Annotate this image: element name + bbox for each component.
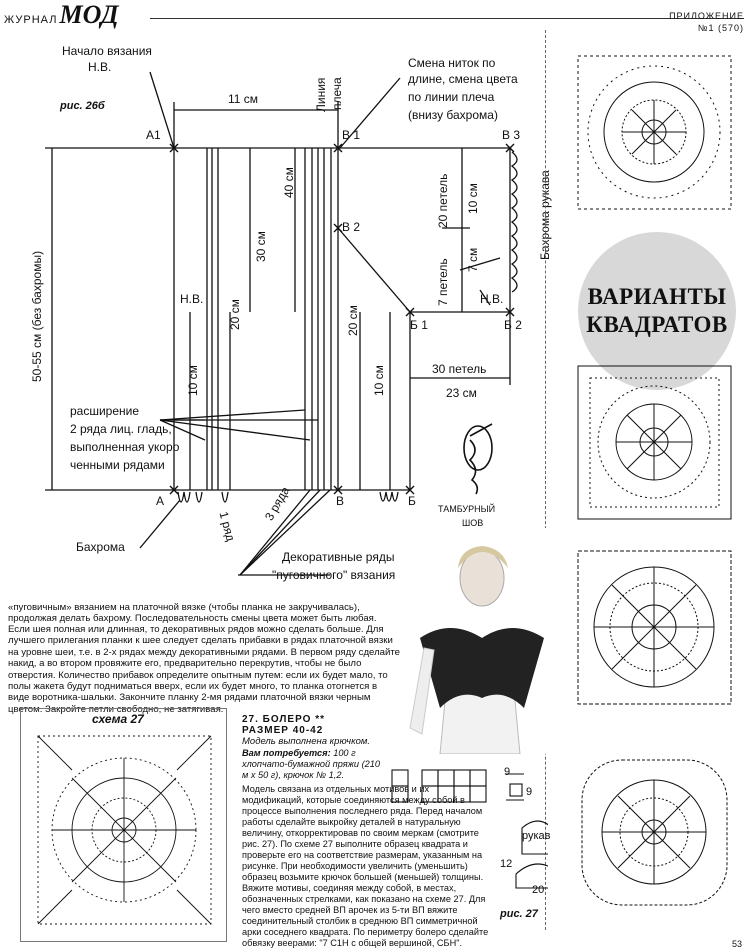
diagonal-line [337,227,411,313]
magazine-logo: ЖУРНАЛМОД [4,0,118,30]
dimension-11cm: 11 см [228,92,259,106]
difficulty-stars: ** [315,714,325,725]
fig-dim-9-top: 9 [504,766,511,778]
label-expand-3: выполненная укоро [70,440,180,454]
pattern-size: РАЗМЕР 40-42 [242,725,324,736]
label-nv-left: Н.В. [180,292,204,306]
materials-text: 100 г хлопчато-бумажной пряжи (210 м х 5… [242,748,380,780]
fig-dim-20: 20 [532,884,545,896]
page-number: 53 [731,939,742,949]
label-20cm-right: 20 см [346,305,360,336]
label-yarn-change-4: (внизу бахрома) [408,108,498,122]
label-fringe: Бахрома [76,540,125,554]
figure-label: рис. 26б [60,100,105,112]
issue-info: ПРИЛОЖЕНИЕ №1 (570) [669,10,744,34]
label-yarn-change-1: Смена ниток по [408,56,496,70]
label-10cm-left: 10 см [186,365,200,396]
label-expand-4: ченными рядами [70,458,165,472]
label-30cm: 30 см [254,231,268,262]
label-decor-1: Декоративные ряды [282,550,395,564]
label-shoulder-line-2: плеча [330,77,344,110]
point-v: В [336,494,345,508]
crochet-square-4 [581,759,728,906]
label-23cm: 23 см [446,386,477,400]
label-stitch: ШОВ [462,518,484,528]
pattern-made: Модель выполнена крючком. [242,736,371,747]
issue-number: №1 (570) [697,23,744,33]
intro-paragraph: «пуговичным» вязанием на платочной вязке… [8,602,377,625]
fig-label-sleeve: рукав [522,830,551,842]
point-b: Б [408,494,416,508]
supplement-label: ПРИЛОЖЕНИЕ [669,11,744,21]
crochet-square-2 [577,365,732,520]
pattern-diagram [45,71,518,576]
pattern-heading: 27. БОЛЕРО ** [242,714,325,725]
label-7-loops: 7 петель [436,258,450,306]
crochet-square-3 [577,550,732,705]
outline-shape [173,147,511,491]
point-b1-lower: Б 1 [410,318,428,332]
label-40cm: 40 см [282,167,296,198]
crochet-square-1 [577,55,732,210]
scheme-27-frame [20,708,227,942]
label-start: Начало вязания [62,44,152,58]
tambour-stitch-icon [463,423,493,495]
point-a: А [156,494,165,508]
title-line-2: КВАДРАТОВ [586,312,728,337]
scheme-27-diagram [37,735,212,925]
point-b2-lower: Б 2 [504,318,522,332]
materials-label: Вам потребуется: [242,748,331,758]
point-a1: A1 [146,128,161,142]
fig-dim-9-side: 9 [526,786,533,798]
fig-dim-12: 12 [500,858,513,870]
label-10cm-bottom-right: 10 см [372,365,386,396]
label-yarn-change-3: по линии плеча [408,90,495,104]
header-rule [150,18,744,19]
label-shoulder-line: Линия [314,77,328,112]
fig-27-diagram [391,769,548,889]
title-circle: ВАРИАНТЫ КВАДРАТОВ [578,232,736,390]
label-20-loops: 20 петель [436,173,450,228]
materials: Вам потребуется: 100 г хлопчато-бумажной… [242,748,384,781]
title-line-1: ВАРИАНТЫ [587,284,727,309]
label-expand-2: 2 ряда лиц. гладь, [70,422,172,436]
magazine-brand: МОД [59,0,119,29]
label-7cm: 7 см [466,247,480,272]
column-divider [545,30,546,930]
label-tambour: ТАМБУРНЫЙ [438,504,496,514]
model-photo [400,528,550,754]
label-expand-1: расширение [70,404,140,418]
fig-27-caption: рис. 27 [500,908,538,920]
label-yarn-change-2: длине, смена цвета [408,72,518,86]
label-nv-right: Н.В. [480,292,504,306]
magazine-prefix: ЖУРНАЛ [4,14,58,26]
point-b1: В 1 [342,128,361,142]
label-decor-2: "пуговичного" вязания [272,568,396,582]
label-20cm-left: 20 см [228,299,242,330]
label-30-loops: 30 петель [432,362,487,376]
main-paragraph: Если шея полная или длинная, то декорати… [8,624,400,715]
pattern-title: 27. БОЛЕРО [242,714,312,725]
scheme-title: схема 27 [92,712,144,726]
point-b2: В 2 [342,220,361,234]
label-height: 50-55 см (без бахромы) [30,250,44,382]
pattern-instructions: Модель связана из отдельных мотивов и их… [242,784,489,948]
point-b3: В 3 [502,128,521,142]
label-10cm-right: 10 см [466,183,480,214]
label-start-abbr: Н.В. [88,60,112,74]
